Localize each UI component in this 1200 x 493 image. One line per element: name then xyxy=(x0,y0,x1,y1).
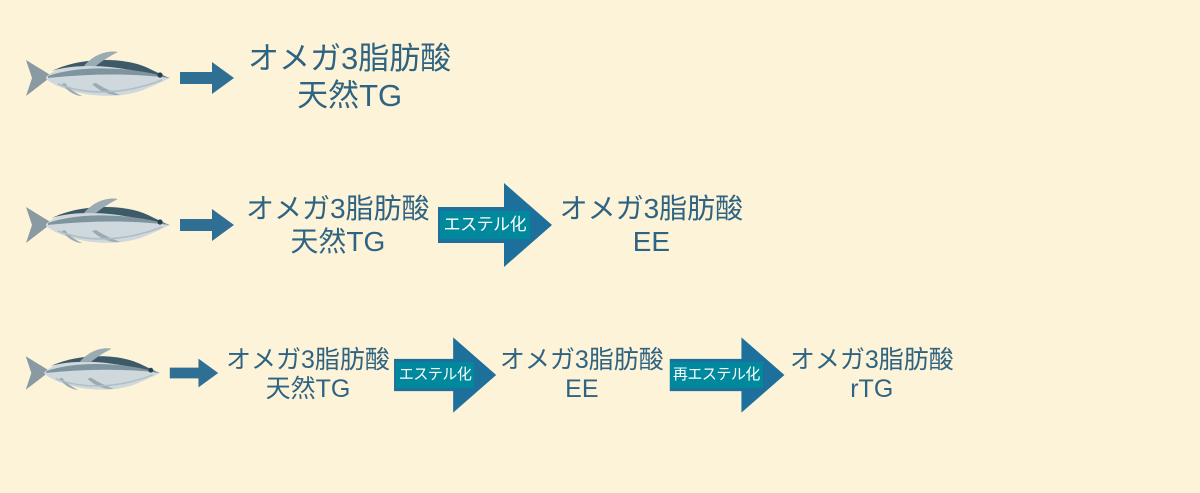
stage-label: オメガ3脂肪酸 rTG xyxy=(790,346,954,405)
stage-label: オメガ3脂肪酸 天然TG xyxy=(246,192,430,258)
fish-icon xyxy=(22,46,172,110)
arrow-right-icon xyxy=(178,58,236,98)
stage-label-line1: オメガ3脂肪酸 xyxy=(226,345,390,374)
fish-icon xyxy=(22,343,162,407)
stage-label-line2: EE xyxy=(632,226,671,257)
stage-label-line2: 天然TG xyxy=(297,78,403,113)
stage-label: オメガ3脂肪酸 EE xyxy=(500,346,664,405)
stage-label-line2: EE xyxy=(565,375,599,403)
row-natural-tg: オメガ3脂肪酸 天然TG xyxy=(0,28,1200,128)
process-label: エステル化 xyxy=(395,362,475,388)
arrow-right-icon xyxy=(178,205,236,245)
stage-label-line2: rTG xyxy=(850,375,894,403)
process-label: エステル化 xyxy=(439,211,531,239)
stage-label-line1: オメガ3脂肪酸 xyxy=(559,192,744,224)
stage-label: オメガ3脂肪酸 EE xyxy=(560,192,744,258)
process-label: 再エステル化 xyxy=(669,362,763,388)
process-esterification: エステル化 xyxy=(437,177,554,273)
stage-label-line1: オメガ3脂肪酸 xyxy=(499,345,664,374)
stage-label: オメガ3脂肪酸 天然TG xyxy=(226,346,390,405)
stage-label-line1: オメガ3脂肪酸 xyxy=(246,192,430,224)
row-ee: オメガ3脂肪酸 天然TG エステル化 オメガ3脂肪酸 EE xyxy=(0,170,1200,280)
stage-label-line2: 天然TG xyxy=(265,375,351,403)
process-re-esterification: 再エステル化 xyxy=(668,327,788,423)
stage-label-line1: オメガ3脂肪酸 xyxy=(789,345,954,374)
stage-label-line2: 天然TG xyxy=(290,226,386,257)
process-esterification: エステル化 xyxy=(393,327,498,423)
row-rtg: オメガ3脂肪酸 天然TG エステル化 オメガ3脂肪酸 EE 再エステル化 オメガ… xyxy=(0,320,1200,430)
stage-label-line1: オメガ3脂肪酸 xyxy=(248,41,452,77)
stage-label: オメガ3脂肪酸 天然TG xyxy=(248,41,451,114)
arrow-right-icon xyxy=(168,355,220,395)
fish-icon xyxy=(22,193,172,257)
